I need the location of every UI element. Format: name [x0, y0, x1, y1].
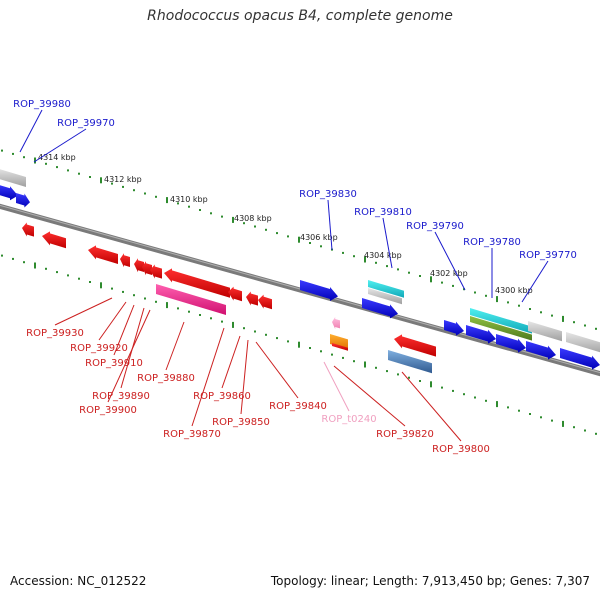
scale-label: 4312 kbp — [104, 175, 142, 184]
forward-gene-bar[interactable] — [368, 288, 402, 305]
reverse-gene-arrow[interactable] — [134, 258, 144, 273]
forward-gene-label-leader — [434, 231, 466, 291]
forward-gene-label-leader — [382, 217, 393, 269]
forward-gene-label: ROP_39970 — [57, 118, 115, 129]
reverse-gene-label: ROP_39860 — [193, 391, 251, 402]
forward-gene-arrow[interactable] — [300, 280, 338, 301]
reverse-gene-arrow[interactable] — [258, 294, 272, 310]
forward-gene-arrow[interactable] — [444, 320, 464, 336]
reverse-gene-bar[interactable] — [330, 334, 348, 350]
reverse-gene-arrow[interactable] — [22, 222, 34, 237]
reverse-gene-arrow[interactable] — [88, 245, 118, 264]
scale-label: 4310 kbp — [170, 195, 208, 204]
reverse-gene-label-leader — [98, 301, 127, 341]
reverse-gene-arrow[interactable] — [228, 286, 242, 302]
reverse-gene-label-leader — [54, 297, 113, 326]
gene-layer — [0, 168, 600, 374]
reverse-gene-label: ROP_39840 — [269, 401, 327, 412]
reverse-gene-label-leader — [333, 365, 406, 427]
reverse-gene-bar[interactable] — [332, 343, 348, 351]
genome-summary-label: Topology: linear; Length: 7,913,450 bp; … — [270, 574, 590, 588]
forward-gene-arrow[interactable] — [560, 348, 600, 370]
scale-label: 4300 kbp — [495, 286, 533, 295]
forward-gene-label-leader — [327, 199, 333, 251]
reverse-gene-arrow[interactable] — [150, 264, 162, 279]
forward-gene-arrow[interactable] — [0, 184, 18, 201]
scale-label: 4306 kbp — [300, 233, 338, 242]
reverse-gene-arrow[interactable] — [246, 291, 258, 306]
forward-gene-label: ROP_39780 — [463, 237, 521, 248]
reverse-gene-arrow[interactable] — [164, 268, 230, 298]
forward-gene-label: ROP_39830 — [299, 189, 357, 200]
forward-gene-label: ROP_39770 — [519, 250, 577, 261]
forward-gene-bar[interactable] — [566, 332, 600, 354]
forward-gene-arrow[interactable] — [496, 334, 526, 353]
scale-label: 4302 kbp — [430, 269, 468, 278]
forward-gene-label-leader — [33, 128, 87, 163]
forward-gene-bar[interactable] — [368, 280, 404, 298]
scale-label: 4308 kbp — [234, 214, 272, 223]
forward-gene-arrow[interactable] — [362, 298, 398, 319]
forward-gene-bar[interactable] — [528, 321, 562, 342]
reverse-gene-label-leader — [165, 321, 185, 371]
reverse-gene-bar[interactable] — [388, 350, 432, 374]
reverse-gene-arrow[interactable] — [120, 253, 130, 268]
reverse-gene-arrow[interactable] — [42, 231, 66, 249]
reverse-gene-label-leader — [107, 309, 151, 403]
reverse-gene-label: ROP_39880 — [137, 373, 195, 384]
forward-gene-bar[interactable] — [0, 168, 26, 187]
forward-gene-label-leader — [19, 109, 43, 153]
reverse-gene-label: ROP_39800 — [432, 444, 490, 455]
forward-gene-arrow[interactable] — [526, 341, 556, 360]
scale-label: 4304 kbp — [364, 251, 402, 260]
reverse-gene-label: ROP_39910 — [85, 358, 143, 369]
reverse-gene-label-leader — [113, 304, 135, 356]
reverse-gene-label-leader — [401, 371, 462, 442]
reverse-gene-label-leader — [240, 339, 249, 415]
forward-gene-bar[interactable] — [470, 316, 532, 341]
forward-gene-label: ROP_39980 — [13, 99, 71, 110]
forward-gene-label: ROP_39790 — [406, 221, 464, 232]
reverse-gene-label-leader — [323, 361, 350, 412]
forward-gene-bar[interactable] — [470, 308, 532, 334]
reverse-gene-arrow[interactable] — [142, 261, 152, 276]
accession-label: Accession: NC_012522 — [10, 574, 147, 588]
forward-gene-arrow[interactable] — [16, 193, 30, 208]
reverse-gene-label-leader — [255, 341, 299, 399]
label-layer: 4314 kbp 4312 kbp 4310 kbp 4308 kbp 4306 kbp… — [13, 99, 577, 455]
forward-gene-label: ROP_39810 — [354, 207, 412, 218]
reverse-gene-label: ROP_39890 — [92, 391, 150, 402]
page-title: Rhodococcus opacus B4, complete genome — [147, 8, 453, 24]
reverse-gene-label-leader — [221, 335, 241, 389]
reverse-gene-label: ROP_39850 — [212, 417, 270, 428]
rna-gene-arrow[interactable] — [332, 316, 340, 329]
scale-label: 4314 kbp — [38, 153, 76, 162]
reverse-gene-label: ROP_39870 — [163, 429, 221, 440]
forward-gene-label-leader — [521, 260, 549, 303]
reverse-gene-label: ROP_39820 — [376, 429, 434, 440]
reverse-gene-label: ROP_39930 — [26, 328, 84, 339]
reverse-gene-label: ROP_39920 — [70, 343, 128, 354]
forward-gene-arrow[interactable] — [466, 325, 496, 344]
reverse-gene-label-leader — [191, 327, 225, 427]
reverse-gene-label: ROP_t0240 — [321, 414, 376, 425]
reverse-gene-bar[interactable] — [156, 284, 226, 315]
reverse-gene-arrow[interactable] — [394, 334, 436, 357]
reverse-gene-label: ROP_39900 — [79, 405, 137, 416]
